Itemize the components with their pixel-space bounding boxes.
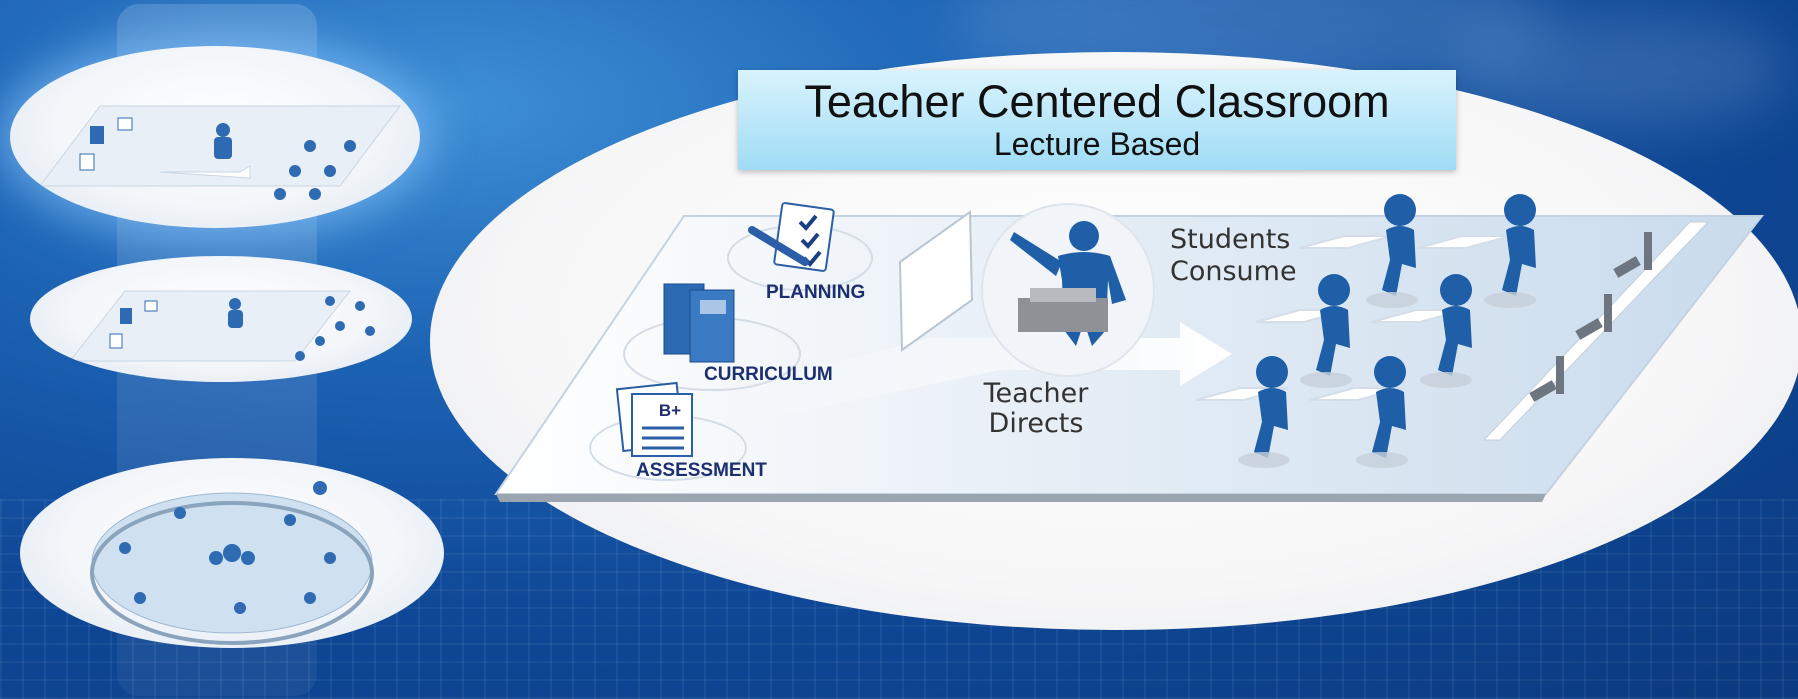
lectern [1018, 298, 1108, 332]
whiteboard [898, 210, 974, 352]
students-consume-label-line1: Students [1170, 224, 1290, 255]
title-box: Teacher Centered Classroom Lecture Based [738, 70, 1456, 170]
thumbnail-student-collaborative[interactable] [30, 256, 412, 382]
student-figures [1254, 194, 1536, 458]
teacher-directs-label-line2: Directs [989, 408, 1084, 439]
curriculum-icon [663, 283, 735, 363]
assessment-label: ASSESSMENT [636, 460, 767, 481]
page-subtitle: Lecture Based [993, 125, 1201, 162]
student-desks [1195, 235, 1511, 401]
curriculum-label: CURRICULUM [704, 364, 833, 385]
students-consume-label-line2: Consume [1170, 256, 1297, 287]
planning-label: PLANNING [766, 282, 865, 303]
thumbnail-teacher-centered[interactable] [10, 46, 420, 228]
computer-desks [1482, 221, 1710, 441]
thumbnail-student-centered[interactable] [20, 458, 444, 648]
grade-label: B+ [659, 401, 681, 420]
assessment-icon: B+ [615, 381, 693, 457]
planning-icon [748, 202, 835, 272]
page-title: Teacher Centered Classroom [804, 76, 1390, 127]
teacher-directs-label-line1: Teacher [983, 378, 1090, 409]
